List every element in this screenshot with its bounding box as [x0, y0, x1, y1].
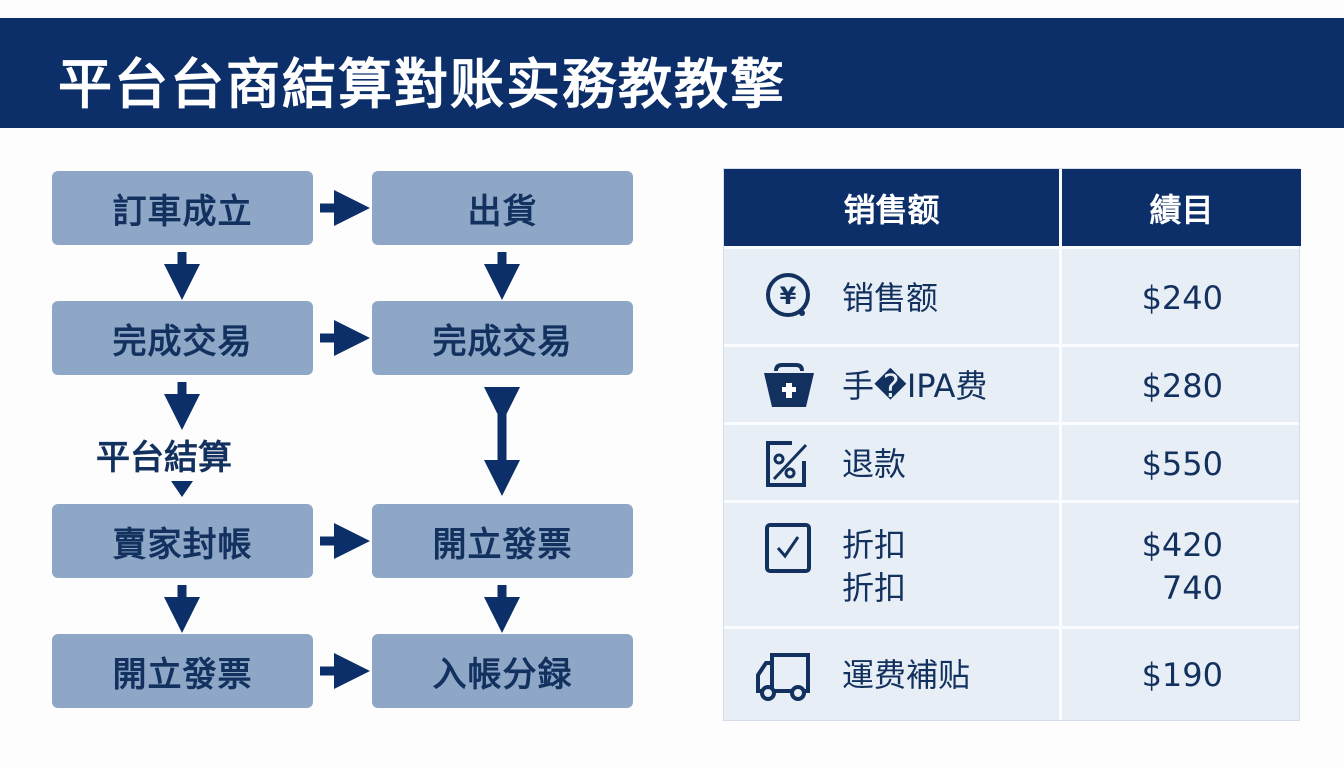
yen-coin-icon: ¥: [766, 273, 810, 317]
arrow-head-small: [171, 481, 193, 497]
row-value: $190: [1141, 656, 1223, 694]
flow-label-platform-settlement: 平台結算: [96, 438, 232, 478]
row-value: $280: [1141, 367, 1223, 405]
row-value: 740: [1161, 569, 1223, 607]
table-row: ¥ 销售额 $240: [724, 246, 1299, 344]
column-divider: [1059, 169, 1062, 720]
table-row: 退款 $550: [724, 422, 1299, 500]
svg-text:¥: ¥: [780, 282, 797, 310]
flow-step-shipment: 出貨: [372, 171, 633, 245]
flow-step-order-created: 訂車成立: [52, 171, 313, 245]
row-label: 手�IPA费: [842, 367, 988, 405]
table-header-sales: 销售额: [724, 169, 1059, 246]
table-row: 折扣 折扣 $420 740: [724, 500, 1299, 626]
flow-step-journal-entry: 入帳分録: [372, 634, 633, 708]
flow-step-issue-invoice: 開立發票: [52, 634, 313, 708]
flow-step-issue-invoice-2: 開立發票: [372, 504, 633, 578]
flow-arrows: [164, 190, 520, 689]
checkbox-icon: [765, 523, 811, 573]
table-row: 運费補贴 $190: [724, 626, 1299, 722]
row-label: 折扣: [842, 526, 907, 564]
row-value: $420: [1141, 526, 1223, 564]
row-value: $550: [1141, 445, 1223, 483]
basket-icon: [764, 363, 814, 407]
row-label: 退款: [842, 445, 907, 483]
settlement-table: 销售额 績目 ¥ 销售额 $240 手�IPA费 $280 退款 $550 折扣…: [723, 168, 1301, 722]
truck-icon: [756, 653, 810, 701]
page-title: 平台台商結算對账实務教教擎: [58, 53, 786, 116]
flow-step-transaction-complete: 完成交易: [52, 301, 313, 375]
title-banner: 平台台商結算對账实務教教擎: [0, 18, 1344, 128]
row-value: $240: [1141, 279, 1223, 317]
row-label: 運费補贴: [842, 656, 971, 694]
table-row: 手�IPA费 $280: [724, 344, 1299, 422]
percent-tag-icon: [766, 441, 808, 487]
flow-step-seller-closing: 賣家封帳: [52, 504, 313, 578]
table-header-amount: 績目: [1062, 169, 1301, 246]
row-label: 销售额: [842, 279, 939, 317]
flow-step-transaction-complete-2: 完成交易: [372, 301, 633, 375]
row-label: 折扣: [842, 569, 907, 607]
